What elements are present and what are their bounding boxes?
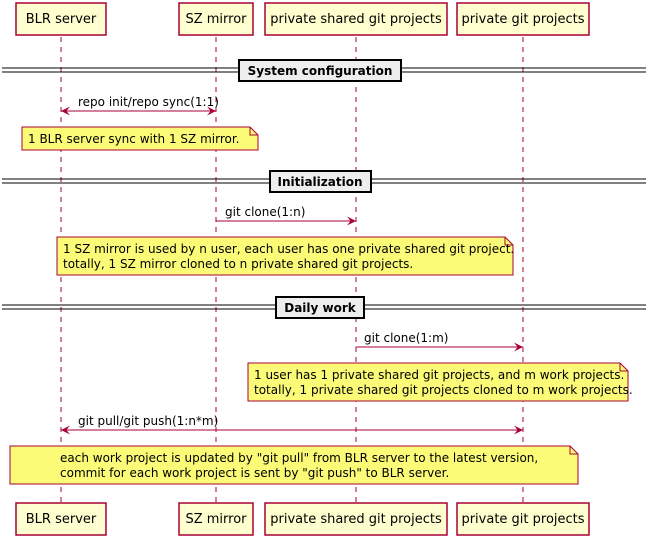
message-label: git pull/git push(1:n*m) [78, 414, 218, 428]
participant-label: SZ mirror [185, 12, 247, 27]
participant-label: private git projects [461, 512, 584, 527]
note-pull-push: each work project is updated by "git pul… [9, 445, 579, 485]
note-line: 1 BLR server sync with 1 SZ mirror. [28, 132, 239, 146]
participant-private-git-projects-bottom: private git projects [456, 502, 590, 536]
participant-label: private shared git projects [270, 12, 442, 27]
section-daily-work: Daily work [2, 296, 646, 319]
participant-private-shared-git-projects-bottom: private shared git projects [264, 502, 448, 536]
participant-private-git-projects-top: private git projects [456, 2, 590, 36]
note-blr-sync: 1 BLR server sync with 1 SZ mirror. [21, 126, 259, 151]
message-git-clone-m: git clone(1:m) [356, 331, 523, 352]
participant-label: SZ mirror [185, 512, 247, 527]
section-label: Daily work [284, 301, 357, 315]
note-user-projects: 1 user has 1 private shared git projects… [247, 362, 633, 402]
section-label: Initialization [277, 175, 362, 189]
message-label: git clone(1:m) [364, 331, 448, 345]
note-line: 1 SZ mirror is used by n user, each user… [63, 242, 514, 256]
participant-blr-server-bottom: BLR server [15, 502, 107, 536]
note-line: totally, 1 private shared git projects c… [254, 383, 633, 397]
participant-blr-server-top: BLR server [15, 2, 107, 36]
note-sz-mirror: 1 SZ mirror is used by n user, each user… [56, 236, 514, 276]
message-git-clone-n: git clone(1:n) [216, 205, 356, 226]
section-initialization: Initialization [2, 170, 646, 193]
note-line: totally, 1 SZ mirror cloned to n private… [63, 257, 413, 271]
message-git-pull-push: git pull/git push(1:n*m) [61, 414, 523, 435]
message-repo-sync: repo init/repo sync(1:1) [61, 95, 219, 116]
participant-label: private git projects [461, 12, 584, 27]
note-line: 1 user has 1 private shared git projects… [254, 368, 624, 382]
participant-label: private shared git projects [270, 512, 442, 527]
participant-label: BLR server [26, 512, 97, 527]
participant-label: BLR server [26, 12, 97, 27]
participant-sz-mirror-bottom: SZ mirror [178, 502, 254, 536]
section-label: System configuration [248, 64, 393, 78]
note-line: commit for each work project is sent by … [60, 466, 449, 480]
message-label: git clone(1:n) [225, 205, 305, 219]
participant-private-shared-git-projects-top: private shared git projects [264, 2, 448, 36]
section-system-configuration: System configuration [2, 59, 646, 82]
message-label: repo init/repo sync(1:1) [78, 95, 219, 109]
participant-sz-mirror-top: SZ mirror [178, 2, 254, 36]
note-line: each work project is updated by "git pul… [60, 451, 538, 465]
